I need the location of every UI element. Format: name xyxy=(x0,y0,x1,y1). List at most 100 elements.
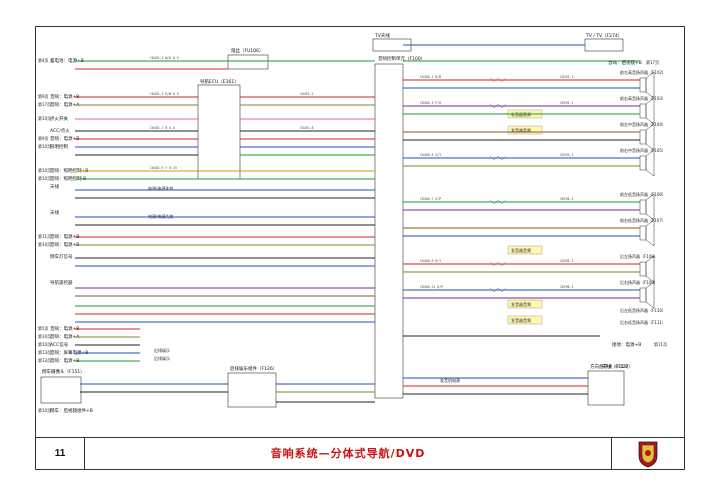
svg-text:第10页: 第10页 xyxy=(38,167,51,173)
left-signal-4: ACC/点火 xyxy=(50,128,70,134)
svg-text:C0294-1: C0294-1 xyxy=(560,197,574,201)
svg-text:C0296-1: C0296-1 xyxy=(560,285,574,289)
svg-text:C0452-7 B 0.5: C0452-7 B 0.5 xyxy=(150,126,175,130)
svg-text:C0450-1 R/B: C0450-1 R/B xyxy=(420,75,441,79)
svg-text:后右低音扬声器（F111）: 后右低音扬声器（F111） xyxy=(620,319,666,325)
connector-codes: C0452-1 W/G 0.5 C0452-3 R/W 0.5 C0452-7 … xyxy=(150,56,574,289)
left-signal-13: 倒车灯信号 xyxy=(50,253,73,260)
page-title: 音响系统—分体式导航/DVD xyxy=(270,447,426,460)
svg-text:前左低音扬声器（F106）: 前左低音扬声器（F106） xyxy=(620,191,666,197)
left-signal-labels: 蓄电池：电源+B 音响：电源+B 音响：电源+A 点火开关 ACC/点火 音响：… xyxy=(50,57,93,414)
svg-text:C0293-1: C0293-1 xyxy=(560,153,574,157)
tv-module-box xyxy=(584,38,624,52)
fuse-label: 熔丝（FU106） xyxy=(231,47,263,54)
svg-text:前左高音扬声器（F102）: 前左高音扬声器（F102） xyxy=(620,69,666,75)
brand-logo xyxy=(611,438,684,469)
svg-text:第5页: 第5页 xyxy=(38,325,49,331)
left-signal-15: 音响：电源+B xyxy=(50,325,79,332)
svg-text:C0450-3 P/G: C0450-3 P/G xyxy=(420,101,441,105)
left-signal-2: 音响：电源+A xyxy=(50,101,80,108)
left-signal-19: 音响：电源+B xyxy=(50,357,79,364)
svg-text:前左中音扬声器（F104）: 前左中音扬声器（F104） xyxy=(620,121,666,127)
mid-note-0: 电源/电源失效 xyxy=(148,185,173,191)
left-signal-3: 点火开关 xyxy=(50,115,68,122)
svg-text:C0451-8: C0451-8 xyxy=(300,126,314,130)
svg-text:C0450-9 R/Y: C0450-9 R/Y xyxy=(420,259,441,263)
svg-text:第10页: 第10页 xyxy=(38,241,51,247)
left-signal-11: 音响：电源+B xyxy=(50,233,79,240)
svg-text:接地：电源+B: 接地：电源+B xyxy=(612,341,641,348)
left-signal-5: 音响：电源+B xyxy=(50,135,79,142)
left-signal-9: 天线 xyxy=(50,183,59,190)
fuse-box xyxy=(227,54,269,70)
left-signal-20: 倒车：后视镜组件+B xyxy=(50,407,93,414)
svg-text:C0450-11 U/P: C0450-11 U/P xyxy=(420,285,443,289)
svg-text:后左低音扬声器（F110）: 后左低音扬声器（F110） xyxy=(620,307,666,313)
wires-right xyxy=(403,44,640,395)
svg-text:音响：后视镜+B: 音响：后视镜+B xyxy=(608,59,642,66)
footer-bar: 11 音响系统—分体式导航/DVD xyxy=(35,438,685,470)
svg-text:C0452-3 R/W 0.5: C0452-3 R/W 0.5 xyxy=(150,92,179,96)
radio-head-box xyxy=(374,63,404,399)
svg-text:第9页: 第9页 xyxy=(38,93,49,99)
roewe-shield-icon xyxy=(638,441,658,468)
speaker-column xyxy=(639,71,655,309)
mid-note-3: 后排娱乐 xyxy=(154,355,170,361)
left-page-tags: 第4页 第9页 第17页 第10页 第9页 第10页 第10页 第10页 第11… xyxy=(38,57,667,413)
tag-top-right: 第17页 xyxy=(646,59,659,65)
svg-text:C0450-7 G/P: C0450-7 G/P xyxy=(420,197,441,201)
camera-box xyxy=(40,376,82,404)
left-signal-0: 蓄电池：电源+B xyxy=(50,57,84,64)
amp-box-3: 发音器音频 xyxy=(511,247,531,253)
mid-note-4: 发音机电源 xyxy=(440,377,460,383)
nav-ecu-label: 导航ECU（E161） xyxy=(200,78,239,85)
svg-text:第13页: 第13页 xyxy=(38,349,51,355)
left-signal-18: 音响：屏幕电源+B xyxy=(50,349,88,356)
svg-text:第10页: 第10页 xyxy=(38,175,51,181)
mid-note-2: 后排娱乐 xyxy=(154,347,170,353)
svg-text:第13页: 第13页 xyxy=(38,357,51,363)
svg-text:后右扬声器（F109）: 后右扬声器（F109） xyxy=(620,279,658,285)
svg-text:C0292-1: C0292-1 xyxy=(560,101,574,105)
steering-box xyxy=(587,370,625,406)
left-signal-10: 天线 xyxy=(50,209,59,216)
nav-ecu-box xyxy=(197,84,241,180)
svg-text:C0295-1: C0295-1 xyxy=(560,259,574,263)
mid-note-1: 电源/电源失效 xyxy=(148,213,173,219)
left-signal-12: 音响：电源+B xyxy=(50,241,79,248)
left-signal-17: ACC信号 xyxy=(50,341,69,348)
left-signal-8: 音响：照明控制-B xyxy=(50,175,86,182)
rear-unit-label: 后排娱乐组件（F126） xyxy=(230,365,277,372)
svg-text:第10页: 第10页 xyxy=(38,407,51,413)
svg-text:前右高音扬声器（F103）: 前右高音扬声器（F103） xyxy=(620,95,666,101)
svg-text:第11页: 第11页 xyxy=(38,233,51,239)
tv-tuner-label: TV天线 xyxy=(374,32,390,39)
amp-boxes: 发音器音频 发音器音频 发音器音频 发音器音频 发音器音频 xyxy=(507,109,543,325)
left-signal-6: 照明控制 xyxy=(50,143,68,150)
svg-text:C0451-2: C0451-2 xyxy=(300,92,314,96)
svg-text:C0452-1 W/G 0.5: C0452-1 W/G 0.5 xyxy=(150,56,179,60)
amp-box-5: 发音器音频 xyxy=(511,317,531,323)
svg-text:C0450-5 U/Y: C0450-5 U/Y xyxy=(420,153,441,157)
steering-label: 方向盘开关（F127） xyxy=(590,363,633,370)
left-signal-14: 导航遥控器 xyxy=(50,279,73,286)
svg-text:后左扬声器（F108）: 后左扬声器（F108） xyxy=(620,253,658,259)
svg-text:第10页: 第10页 xyxy=(38,115,51,121)
camera-label: 倒车摄像头（F151） xyxy=(42,368,85,375)
svg-text:前右中音扬声器（F105）: 前右中音扬声器（F105） xyxy=(620,147,666,153)
left-signal-1: 音响：电源+B xyxy=(50,93,79,100)
left-signal-7: 音响：照明控制+B xyxy=(50,167,88,174)
svg-text:天线（F113）: 天线（F113） xyxy=(602,363,631,370)
svg-text:第10页: 第10页 xyxy=(38,333,51,339)
svg-text:C0291-1: C0291-1 xyxy=(560,75,574,79)
diagram-frame xyxy=(35,26,685,438)
svg-text:第17页: 第17页 xyxy=(38,101,51,107)
amp-box-2: 发音器音频 xyxy=(511,127,531,133)
wires-left xyxy=(75,60,375,403)
amp-box-4: 发音器音频 xyxy=(511,301,531,307)
left-signal-16: 音响：电源+A xyxy=(50,333,80,340)
tag-top-left: 第4页 xyxy=(38,57,49,63)
svg-text:C0452-9 Y 0.35: C0452-9 Y 0.35 xyxy=(150,166,177,170)
rear-unit-box xyxy=(227,372,277,408)
